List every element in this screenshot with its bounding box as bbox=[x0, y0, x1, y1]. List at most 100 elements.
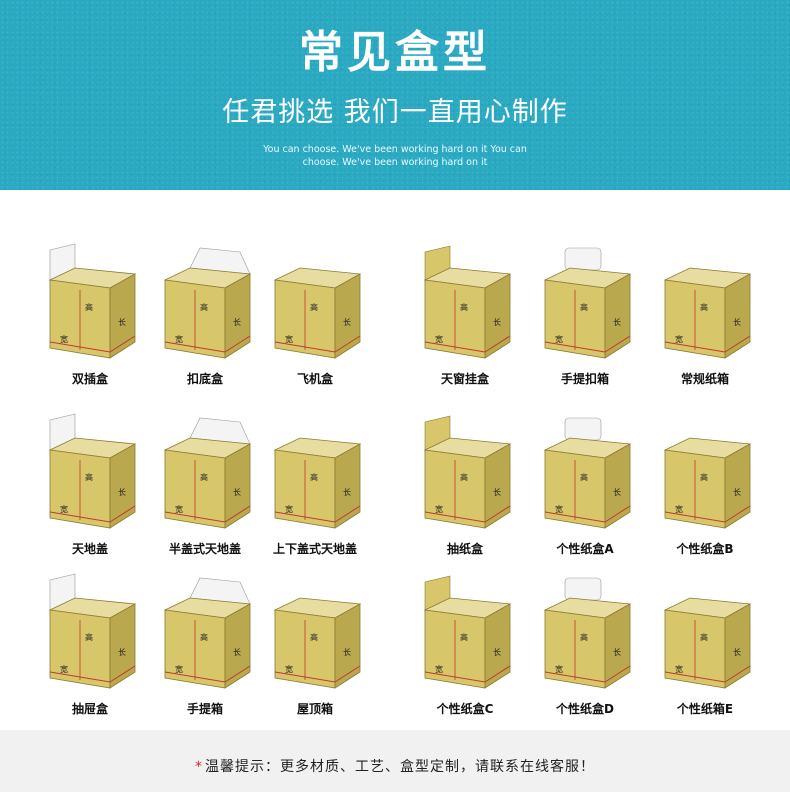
dimension-width: 宽 bbox=[60, 334, 68, 344]
dimension-length: 长 bbox=[343, 317, 351, 327]
box-style-label: 个性纸盒D bbox=[556, 702, 614, 716]
box-illustration: 宽高长 bbox=[663, 597, 752, 689]
box-style-label: 上下盖式天地盖 bbox=[272, 542, 357, 556]
box-style-item: 宽高长手提扣箱 bbox=[525, 230, 645, 390]
page-subtitle: 任君挑选 我们一直用心制作 bbox=[222, 97, 568, 128]
dimension-width: 宽 bbox=[675, 504, 683, 514]
dimension-width: 宽 bbox=[175, 504, 183, 514]
dimension-length: 长 bbox=[118, 317, 126, 327]
dimension-width: 宽 bbox=[285, 334, 293, 344]
dimension-length: 长 bbox=[118, 487, 126, 497]
notice-star: * bbox=[195, 759, 203, 775]
dimension-width: 宽 bbox=[285, 664, 293, 674]
dimension-height: 高 bbox=[310, 632, 318, 642]
box-illustration: 宽高长 bbox=[543, 417, 632, 529]
box-style-item: 宽高长个性纸盒D bbox=[525, 560, 645, 720]
box-style-item: 宽 高长双插盒 bbox=[30, 230, 150, 390]
box-style-item: 宽高长手提箱 bbox=[145, 560, 265, 720]
box-style-label: 飞机盒 bbox=[296, 372, 333, 386]
box-style-item: 宽高长个性纸箱E bbox=[645, 560, 765, 720]
footer-notice-bar: *温馨提示：更多材质、工艺、盒型定制，请联系在线客服！ bbox=[0, 730, 790, 792]
dimension-length: 长 bbox=[733, 317, 741, 327]
box-style-label: 抽纸盒 bbox=[446, 542, 483, 556]
box-illustration: 宽 高长 bbox=[48, 573, 137, 689]
box-style-item: 宽 高长抽纸盒 bbox=[405, 400, 525, 560]
dimension-height: 高 bbox=[200, 632, 208, 642]
box-illustration: 宽 高长 bbox=[663, 267, 752, 359]
dimension-width: 宽 bbox=[435, 504, 443, 514]
box-illustration: 宽高长 bbox=[543, 247, 632, 359]
box-illustration: 宽高长 bbox=[543, 577, 632, 689]
dimension-width: 宽 bbox=[435, 334, 443, 344]
box-style-label: 扣底盒 bbox=[186, 372, 223, 386]
notice-text: 温馨提示：更多材质、工艺、盒型定制，请联系在线客服！ bbox=[205, 759, 595, 775]
dimension-height: 高 bbox=[310, 302, 318, 312]
dimension-height: 高 bbox=[85, 632, 93, 642]
dimension-height: 高 bbox=[310, 472, 318, 482]
box-style-item: 宽 高长上下盖式天地盖 bbox=[255, 400, 375, 560]
dimension-width: 宽 bbox=[60, 664, 68, 674]
dimension-width: 宽 bbox=[675, 334, 683, 344]
dimension-width: 宽 bbox=[555, 334, 563, 344]
dimension-length: 长 bbox=[233, 317, 241, 327]
box-style-label: 天地盖 bbox=[71, 542, 108, 556]
dimension-length: 长 bbox=[233, 487, 241, 497]
box-style-item: 宽高长常规纸箱 bbox=[645, 230, 765, 390]
footer-notice: *温馨提示：更多材质、工艺、盒型定制，请联系在线客服！ bbox=[195, 756, 595, 776]
dimension-width: 宽 bbox=[285, 504, 293, 514]
english-tagline-line1: You can choose. We've been working hard … bbox=[263, 144, 527, 155]
dimension-length: 长 bbox=[613, 317, 621, 327]
box-style-item: 宽 高长飞机盒 bbox=[255, 230, 375, 390]
box-style-item: 宽高长个性纸盒C bbox=[405, 560, 525, 720]
box-illustration: 宽 高长 bbox=[273, 437, 362, 529]
box-illustration: 宽 高长 bbox=[423, 415, 512, 529]
box-style-label: 个性纸盒C bbox=[436, 702, 494, 716]
dimension-length: 长 bbox=[343, 487, 351, 497]
box-style-item: 宽高长个性纸盒A bbox=[525, 400, 645, 560]
dimension-height: 高 bbox=[460, 632, 468, 642]
dimension-length: 长 bbox=[613, 487, 621, 497]
dimension-height: 高 bbox=[200, 472, 208, 482]
dimension-length: 长 bbox=[733, 647, 741, 657]
box-style-label: 天窗挂盒 bbox=[440, 372, 489, 386]
box-style-label: 个性纸盒A bbox=[556, 542, 614, 556]
dimension-height: 高 bbox=[200, 302, 208, 312]
box-illustration: 宽 高长 bbox=[273, 597, 362, 689]
box-illustration: 宽 高长 bbox=[48, 243, 137, 359]
box-style-item: 宽 高长屋顶箱 bbox=[255, 560, 375, 720]
dimension-width: 宽 bbox=[675, 664, 683, 674]
dimension-length: 长 bbox=[613, 647, 621, 657]
box-illustration: 宽高长 bbox=[48, 413, 137, 529]
dimension-height: 高 bbox=[85, 302, 93, 312]
box-style-item: 宽高长天地盖 bbox=[30, 400, 150, 560]
english-tagline: You can choose. We've been working hard … bbox=[235, 143, 555, 169]
box-illustration: 宽高长 bbox=[423, 575, 512, 689]
dimension-width: 宽 bbox=[175, 664, 183, 674]
dimension-width: 宽 bbox=[60, 504, 68, 514]
box-style-label: 双插盒 bbox=[71, 372, 108, 386]
dimension-height: 高 bbox=[700, 302, 708, 312]
header-banner: 常见盒型 任君挑选 我们一直用心制作 You can choose. We've… bbox=[0, 0, 790, 190]
dimension-length: 长 bbox=[493, 317, 501, 327]
dimension-length: 长 bbox=[343, 647, 351, 657]
box-style-item: 宽 高长扣底盒 bbox=[145, 230, 265, 390]
dimension-length: 长 bbox=[118, 647, 126, 657]
box-style-label: 手提箱 bbox=[186, 702, 223, 716]
page-title: 常见盒型 bbox=[299, 27, 491, 78]
box-style-label: 屋顶箱 bbox=[296, 702, 333, 716]
dimension-length: 长 bbox=[493, 487, 501, 497]
box-style-label: 个性纸箱E bbox=[676, 702, 734, 716]
english-tagline-line2: choose. We've been working hard on it bbox=[302, 157, 488, 168]
dimension-height: 高 bbox=[700, 472, 708, 482]
dimension-height: 高 bbox=[460, 472, 468, 482]
box-style-label: 抽屉盒 bbox=[71, 702, 108, 716]
dimension-width: 宽 bbox=[435, 664, 443, 674]
box-illustration: 宽 高长 bbox=[423, 245, 512, 359]
dimension-width: 宽 bbox=[175, 334, 183, 344]
box-style-item: 宽高长个性纸盒B bbox=[645, 400, 765, 560]
dimension-height: 高 bbox=[460, 302, 468, 312]
box-illustration: 宽 高长 bbox=[163, 247, 252, 359]
box-illustration: 宽高长 bbox=[163, 577, 252, 689]
box-illustration: 宽 高长 bbox=[663, 437, 752, 529]
dimension-length: 长 bbox=[733, 487, 741, 497]
